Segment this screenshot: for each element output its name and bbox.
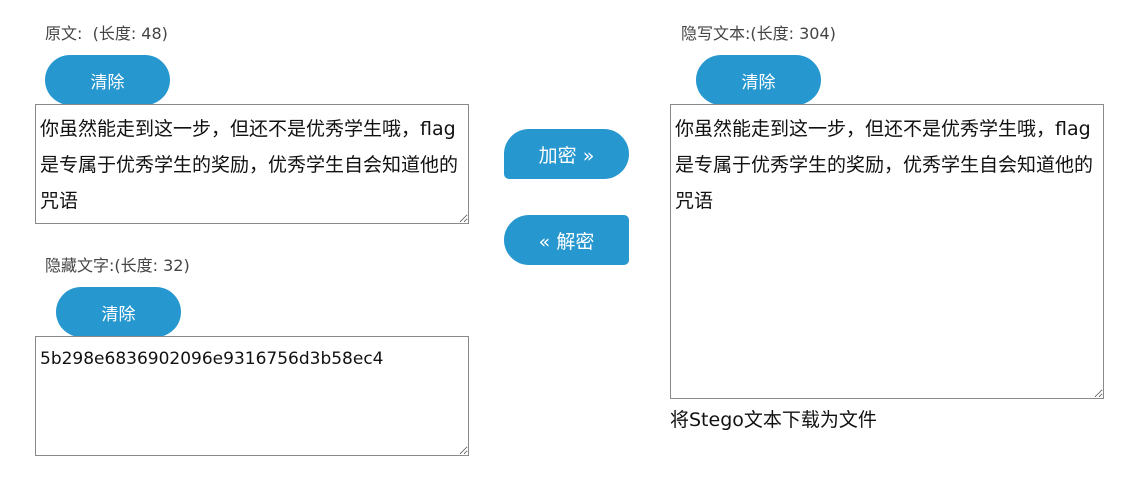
- download-stego-link[interactable]: 将Stego文本下载为文件: [670, 409, 877, 431]
- stego-text-label: 隐写文本:(长度: 304): [681, 24, 836, 43]
- clear-hidden-button[interactable]: 清除: [56, 287, 181, 337]
- decrypt-button[interactable]: « 解密: [504, 215, 629, 265]
- original-label: 原文: (长度: 48): [45, 20, 168, 44]
- hidden-text-label: 隐藏文字:(长度: 32): [45, 256, 190, 275]
- clear-original-button[interactable]: 清除: [45, 55, 170, 105]
- original-text-input[interactable]: [35, 104, 469, 224]
- encrypt-button[interactable]: 加密 »: [504, 129, 629, 179]
- clear-stego-button[interactable]: 清除: [696, 55, 821, 105]
- hidden-text-input[interactable]: [35, 336, 469, 456]
- stego-text-input[interactable]: [670, 104, 1104, 399]
- original-label-prefix: 原文:: [45, 24, 83, 43]
- original-length: (长度: 48): [92, 24, 168, 43]
